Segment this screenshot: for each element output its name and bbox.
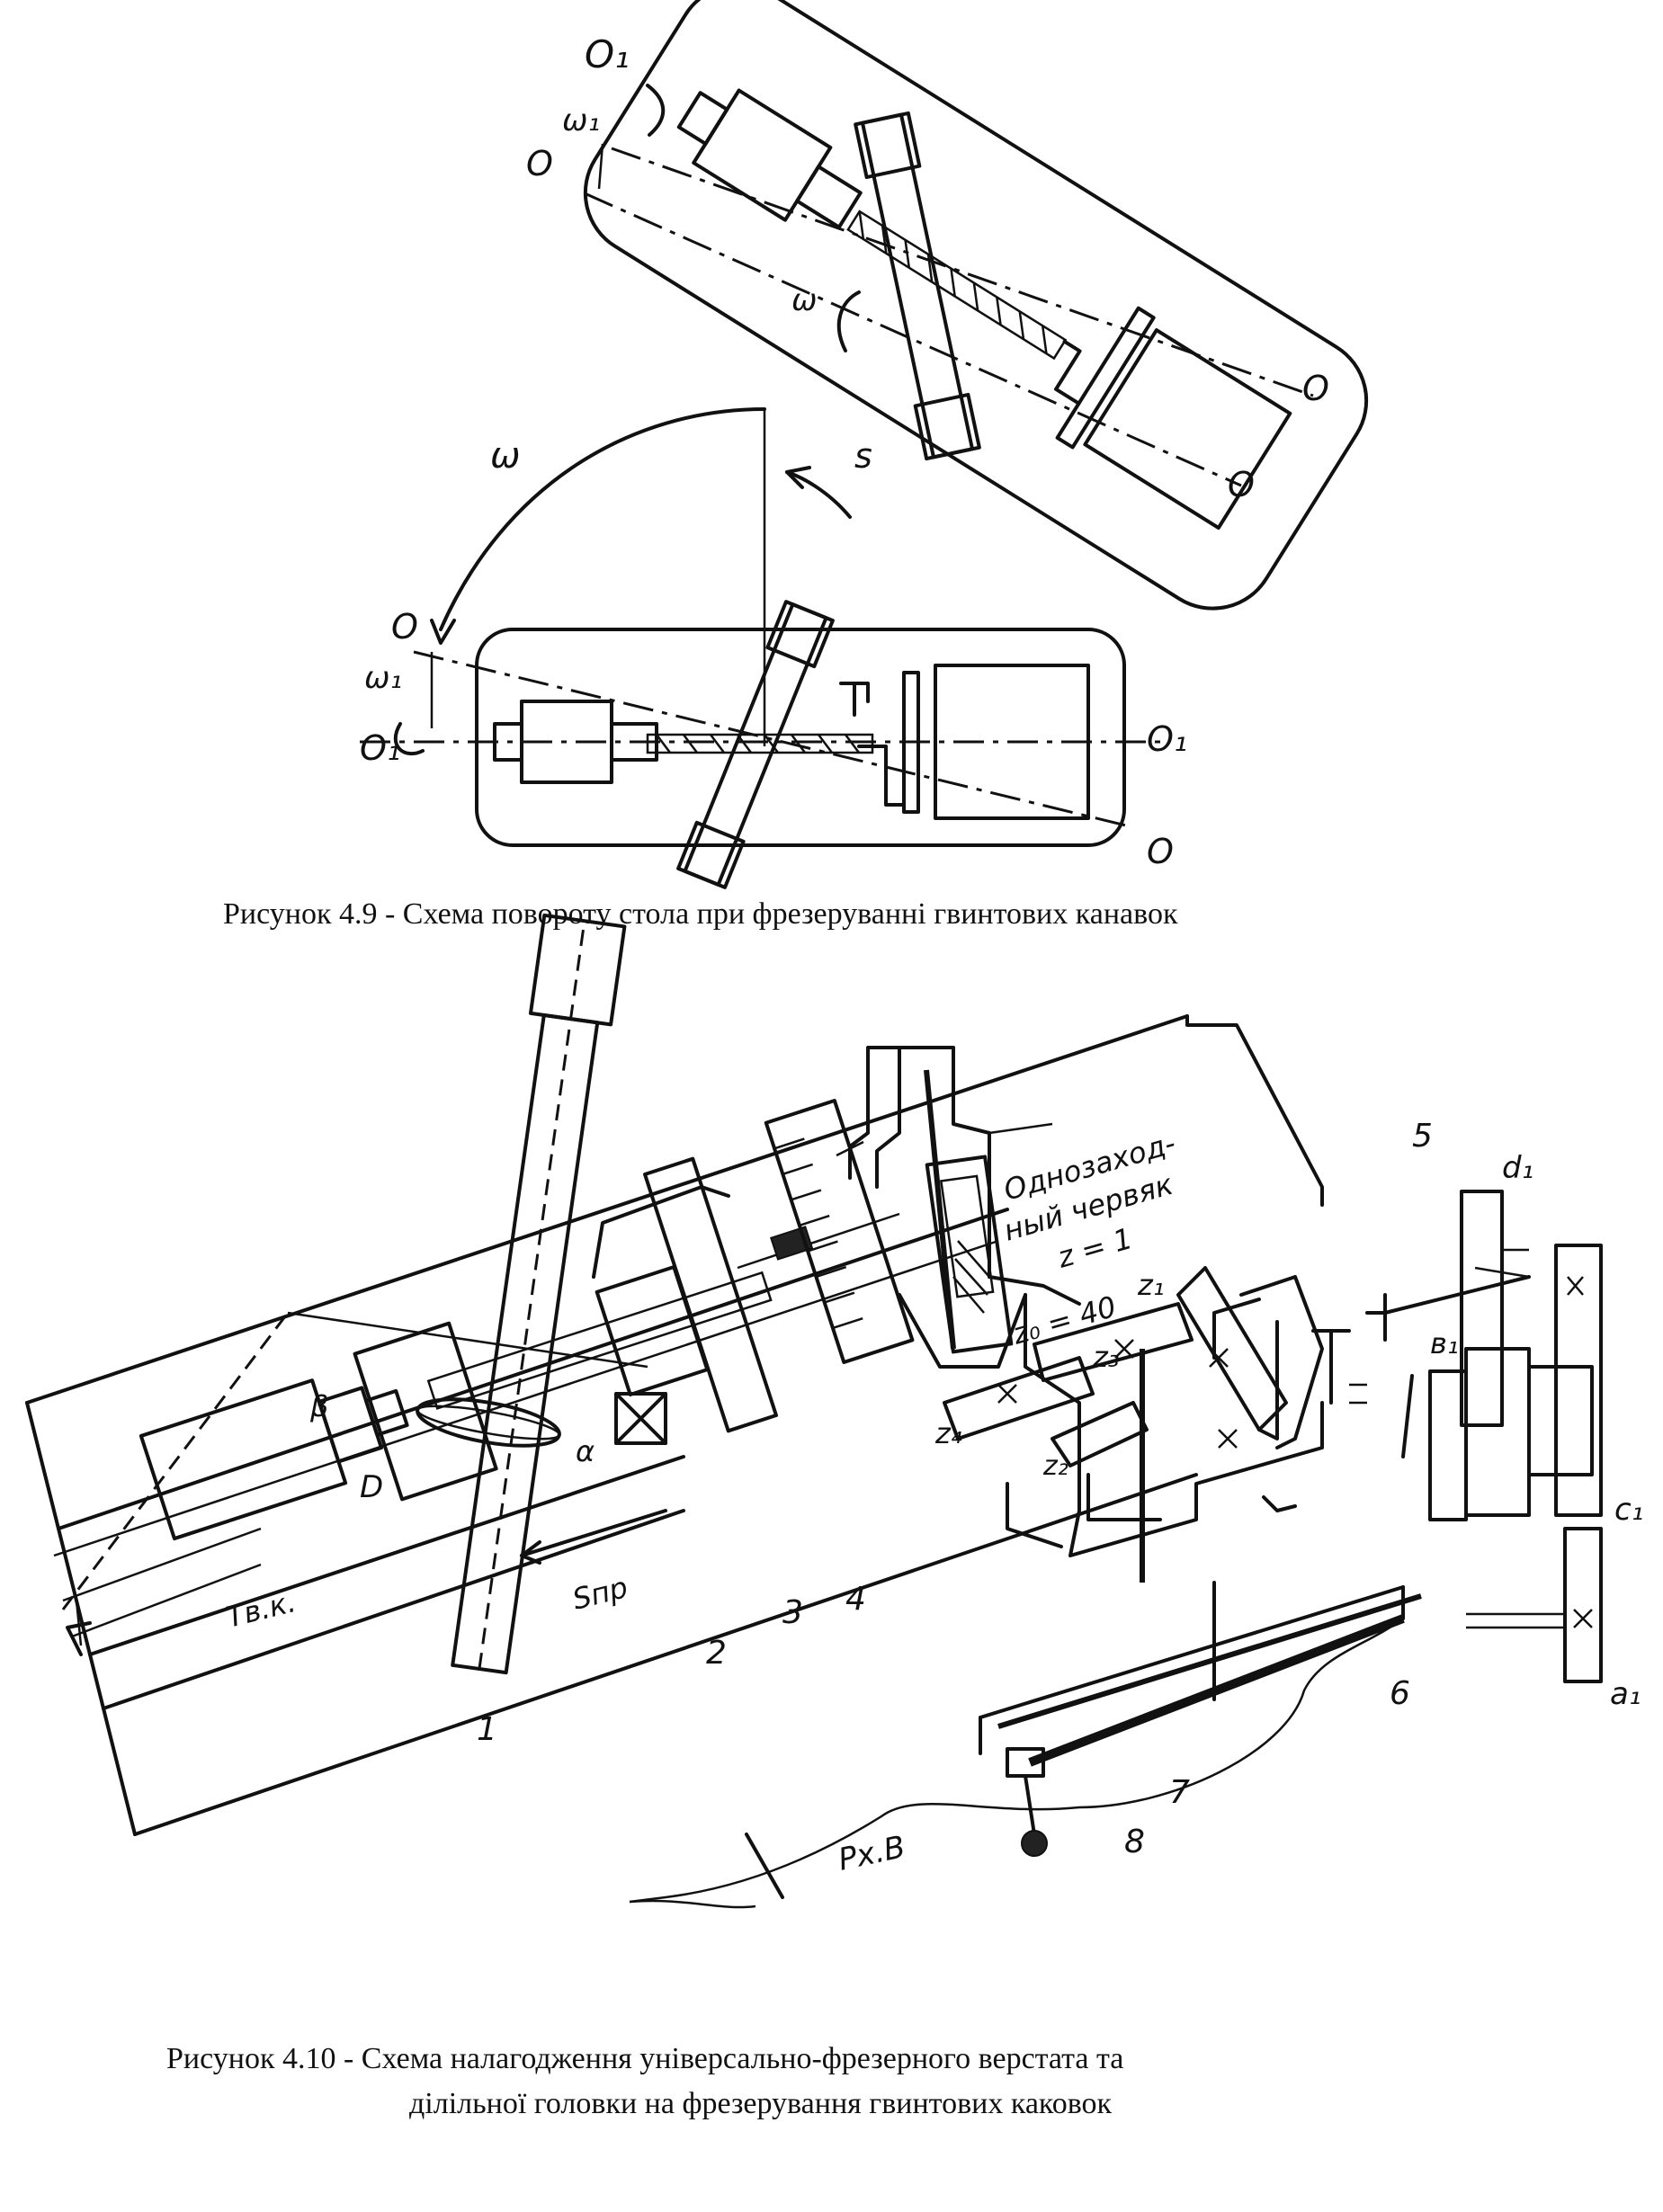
figure-4-9-caption: Рисунок 4.9 - Схема повороту стола при ф…: [223, 897, 1178, 931]
label-z1: z₁: [1137, 1268, 1165, 1302]
cutter-bottom: [676, 600, 835, 889]
label-3: 3: [782, 1594, 803, 1631]
figure-4-10-caption-line1: Рисунок 4.10 - Схема налагодження універ…: [166, 2042, 1124, 2075]
label-o1-right: O₁: [1147, 719, 1187, 759]
label-omega1-top: ω₁: [562, 103, 600, 138]
gear-train: [1212, 1190, 1603, 1683]
label-4: 4: [845, 1581, 866, 1618]
label-s: s: [854, 436, 872, 476]
label-1: 1: [477, 1711, 497, 1748]
label-o-left: O: [391, 607, 418, 647]
label-7: 7: [1169, 1774, 1190, 1811]
label-o-right-mid: O: [1228, 465, 1255, 504]
label-o1-left: O₁: [360, 728, 400, 768]
rotated-table: [583, 0, 1369, 611]
label-omega-arc: ω: [490, 435, 521, 477]
feed-arrow: [785, 470, 852, 519]
label-5: 5: [1412, 1118, 1433, 1155]
label-omega-top-inner: ω: [791, 282, 817, 318]
label-6: 6: [1390, 1675, 1410, 1712]
spindle-1: [451, 913, 627, 1675]
label-d1: d₁: [1502, 1150, 1533, 1186]
label-alpha: α: [576, 1434, 595, 1468]
label-omega1-left: ω₁: [364, 660, 402, 696]
label-8: 8: [1124, 1824, 1145, 1860]
machine-table-rotated: [25, 1014, 1324, 1836]
figure-4-10-caption-line2: ділільної головки на фрезерування гвинто…: [409, 2087, 1113, 2120]
straight-table: [475, 628, 1126, 847]
label-2: 2: [706, 1635, 727, 1672]
label-o1-top: O₁: [585, 32, 630, 76]
label-tvk: Tв.к.: [223, 1584, 300, 1635]
label-o-top: O: [526, 144, 553, 183]
axis-o1-top: [611, 147, 1314, 397]
label-D: D: [360, 1469, 383, 1505]
axis-o-bottom: [413, 650, 1134, 829]
feed-arrows: [61, 1311, 667, 1656]
label-z4: z₄: [934, 1416, 962, 1450]
label-a1: a₁: [1610, 1676, 1641, 1712]
dividing-head: [848, 1046, 1324, 1583]
label-z2: z₂: [1042, 1450, 1068, 1482]
label-spr: Sпр: [569, 1570, 631, 1617]
label-c1: c₁: [1614, 1492, 1643, 1528]
rotation-arrow-top: [646, 84, 666, 137]
label-b1: в₁: [1430, 1326, 1459, 1360]
omega-arc: [439, 407, 766, 631]
label-beta: β: [309, 1389, 328, 1423]
axis-o-top: [584, 192, 1242, 487]
label-o-right-top: O: [1302, 369, 1329, 408]
label-o-bottom-right: O: [1147, 832, 1174, 871]
lead-screw: [629, 1581, 1422, 1909]
label-z3: z₃: [1092, 1340, 1120, 1374]
